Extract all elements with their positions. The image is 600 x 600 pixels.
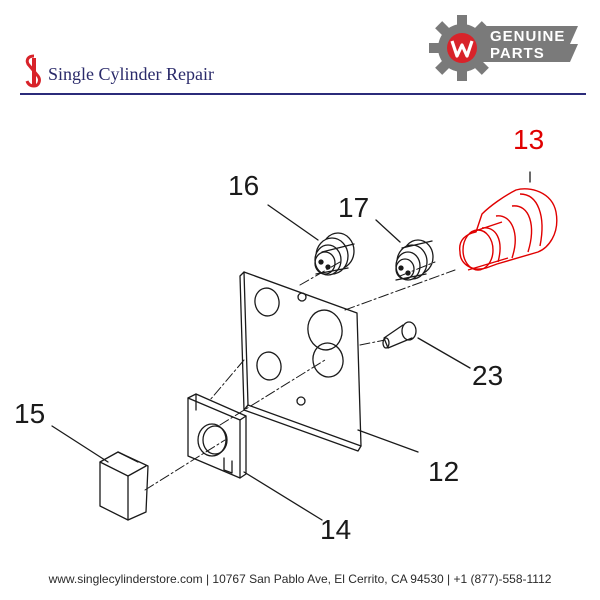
brand-name: Single Cylinder Repair [48, 64, 214, 84]
part-15-cap [99, 451, 149, 521]
part-13-sleeve [459, 188, 558, 271]
badge-line-genuine: GENUINE [490, 28, 566, 45]
genuine-parts-badge: GENUINE PARTS [428, 12, 588, 84]
callout-15: 15 [14, 398, 46, 429]
exploded-parts-diagram: 13 16 17 23 15 12 14 [0, 96, 600, 570]
part-12-plate [239, 271, 362, 452]
part-17-connector [395, 239, 434, 281]
header-divider [20, 93, 586, 95]
part-16-connector [314, 232, 355, 276]
parts-drawing [51, 171, 558, 521]
callout-13: 13 [513, 124, 545, 155]
callout-16: 16 [228, 170, 260, 201]
page-header: Single Cylinder Repair [0, 0, 600, 96]
contact-footer: www.singlecylinderstore.com | 10767 San … [48, 572, 552, 586]
w-logo-icon [450, 40, 474, 58]
callout-12: 12 [428, 456, 460, 487]
part-23-screw [382, 321, 417, 349]
callout-14: 14 [320, 514, 352, 545]
callout-23: 23 [472, 360, 504, 391]
badge-line-parts: PARTS [490, 45, 545, 62]
brand-logo-icon [25, 54, 41, 88]
callout-17: 17 [338, 192, 370, 223]
part-14-bracket [187, 393, 247, 479]
